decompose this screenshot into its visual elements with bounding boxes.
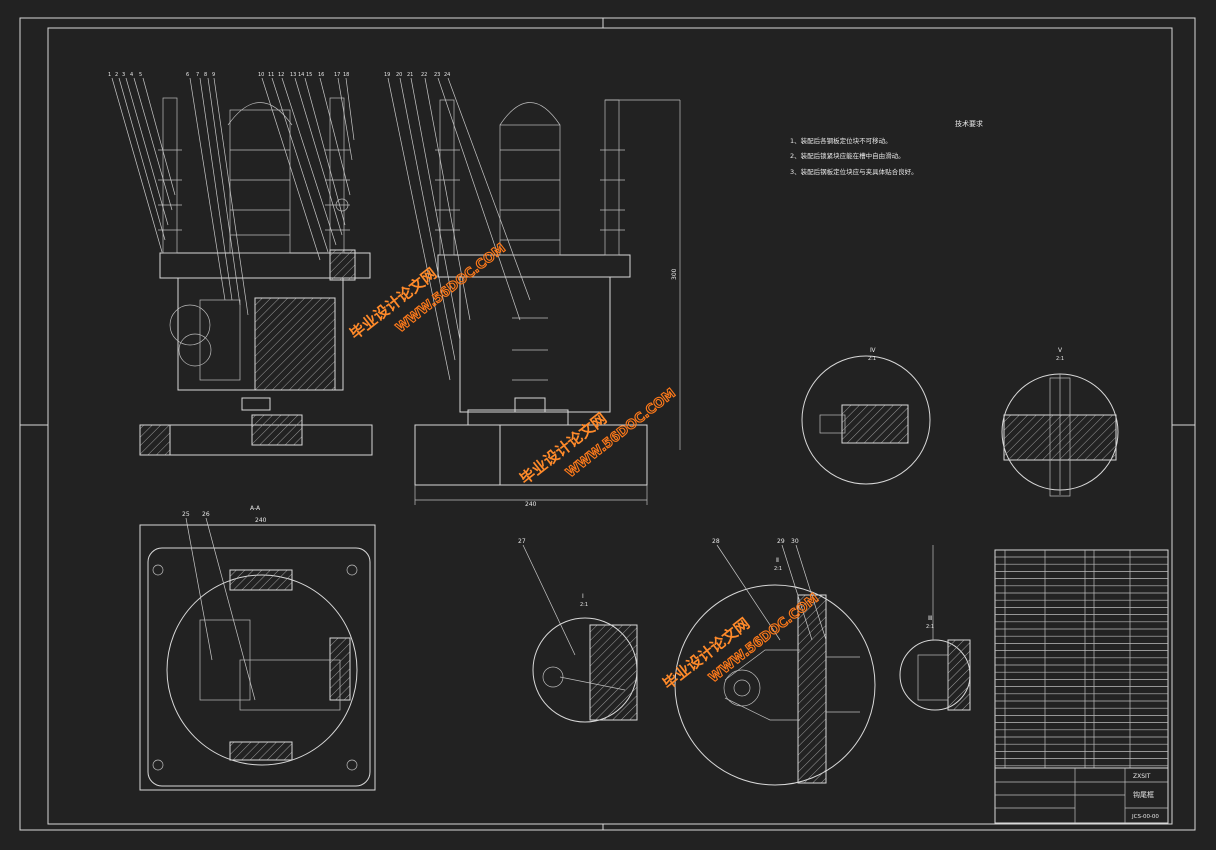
detail-2-label: Ⅱ — [776, 557, 779, 564]
detail-2-callout-29: 29 — [777, 538, 785, 545]
tech-req-heading: 技术要求 — [955, 119, 983, 128]
section-aa-label: A-A — [250, 505, 261, 512]
svg-text:16: 16 — [318, 72, 324, 78]
svg-text:3: 3 — [122, 72, 125, 78]
detail-2-scale: 2:1 — [774, 566, 782, 572]
title-block-company: ZXSIT — [1133, 773, 1151, 780]
detail-1 — [522, 544, 638, 723]
svg-text:4: 4 — [130, 72, 133, 78]
callout-25: 25 — [182, 511, 190, 518]
svg-text:11: 11 — [268, 72, 274, 78]
svg-text:10: 10 — [258, 72, 264, 78]
svg-text:23: 23 — [434, 72, 440, 78]
section-aa-view — [139, 517, 376, 791]
svg-text:22: 22 — [421, 72, 427, 78]
parts-list-rows — [995, 556, 1168, 767]
dim-width: 240 — [525, 501, 537, 508]
tech-req-item-1: 1、装配后各钢板定位块不可移动。 — [790, 136, 892, 145]
detail-4-scale: 2:1 — [868, 356, 876, 362]
svg-text:8: 8 — [204, 72, 207, 78]
callouts-top-right: 19 20 21 22 23 24 — [384, 72, 450, 78]
svg-text:9: 9 — [212, 72, 215, 78]
tech-req-item-2: 2、装配后锁紧块应能在槽中自由滑动。 — [790, 151, 905, 160]
svg-text:2: 2 — [115, 72, 118, 78]
svg-text:14: 14 — [298, 72, 304, 78]
detail-3 — [899, 545, 971, 711]
detail-5-scale: 2:1 — [1056, 356, 1064, 362]
svg-text:24: 24 — [444, 72, 450, 78]
detail-4 — [801, 355, 931, 485]
detail-1-scale: 2:1 — [580, 602, 588, 608]
detail-1-callout: 27 — [518, 538, 526, 545]
title-block-part-name: 钩尾框 — [1133, 790, 1154, 799]
detail-4-label: Ⅳ — [870, 347, 876, 354]
leader-lines-left — [111, 77, 355, 316]
tech-req-item-3: 3、装配后钢板定位块应与夹具体贴合良好。 — [790, 167, 918, 176]
svg-text:18: 18 — [343, 72, 349, 78]
svg-text:19: 19 — [384, 72, 390, 78]
watermark-1: 毕业设计论文网 WWW.56DOC.COM — [346, 240, 509, 343]
svg-text:17: 17 — [334, 72, 340, 78]
svg-text:6: 6 — [186, 72, 189, 78]
leader-lines-right — [387, 77, 531, 381]
title-block — [994, 767, 1169, 824]
detail-5-label: Ⅴ — [1058, 347, 1063, 354]
parts-list — [994, 549, 1169, 769]
svg-text:21: 21 — [407, 72, 413, 78]
svg-text:20: 20 — [396, 72, 402, 78]
detail-3-scale: 2:1 — [926, 624, 934, 630]
title-block-drawing-no: JCS-00-00 — [1131, 814, 1159, 820]
svg-text:7: 7 — [196, 72, 199, 78]
detail-2-callout-28: 28 — [712, 538, 720, 545]
detail-2-callout-30: 30 — [791, 538, 799, 545]
watermark-3: 毕业设计论文网 WWW.56DOC.COM — [659, 590, 822, 693]
svg-text:13: 13 — [290, 72, 296, 78]
svg-text:15: 15 — [306, 72, 312, 78]
svg-text:1: 1 — [108, 72, 111, 78]
side-view — [414, 99, 681, 505]
callouts-top-left: 1 2 3 4 5 6 7 8 9 10 11 12 13 14 15 16 1… — [108, 72, 349, 78]
dim-height: 300 — [671, 268, 678, 280]
sheet-border — [19, 17, 1196, 831]
section-aa-dim: 240 — [255, 517, 267, 524]
front-view — [139, 97, 373, 456]
detail-5 — [1001, 373, 1119, 497]
svg-text:12: 12 — [278, 72, 284, 78]
svg-text:5: 5 — [139, 72, 142, 78]
detail-1-label: Ⅰ — [582, 593, 584, 600]
detail-2 — [674, 544, 876, 786]
detail-3-label: Ⅲ — [928, 615, 932, 622]
callout-26: 26 — [202, 511, 210, 518]
